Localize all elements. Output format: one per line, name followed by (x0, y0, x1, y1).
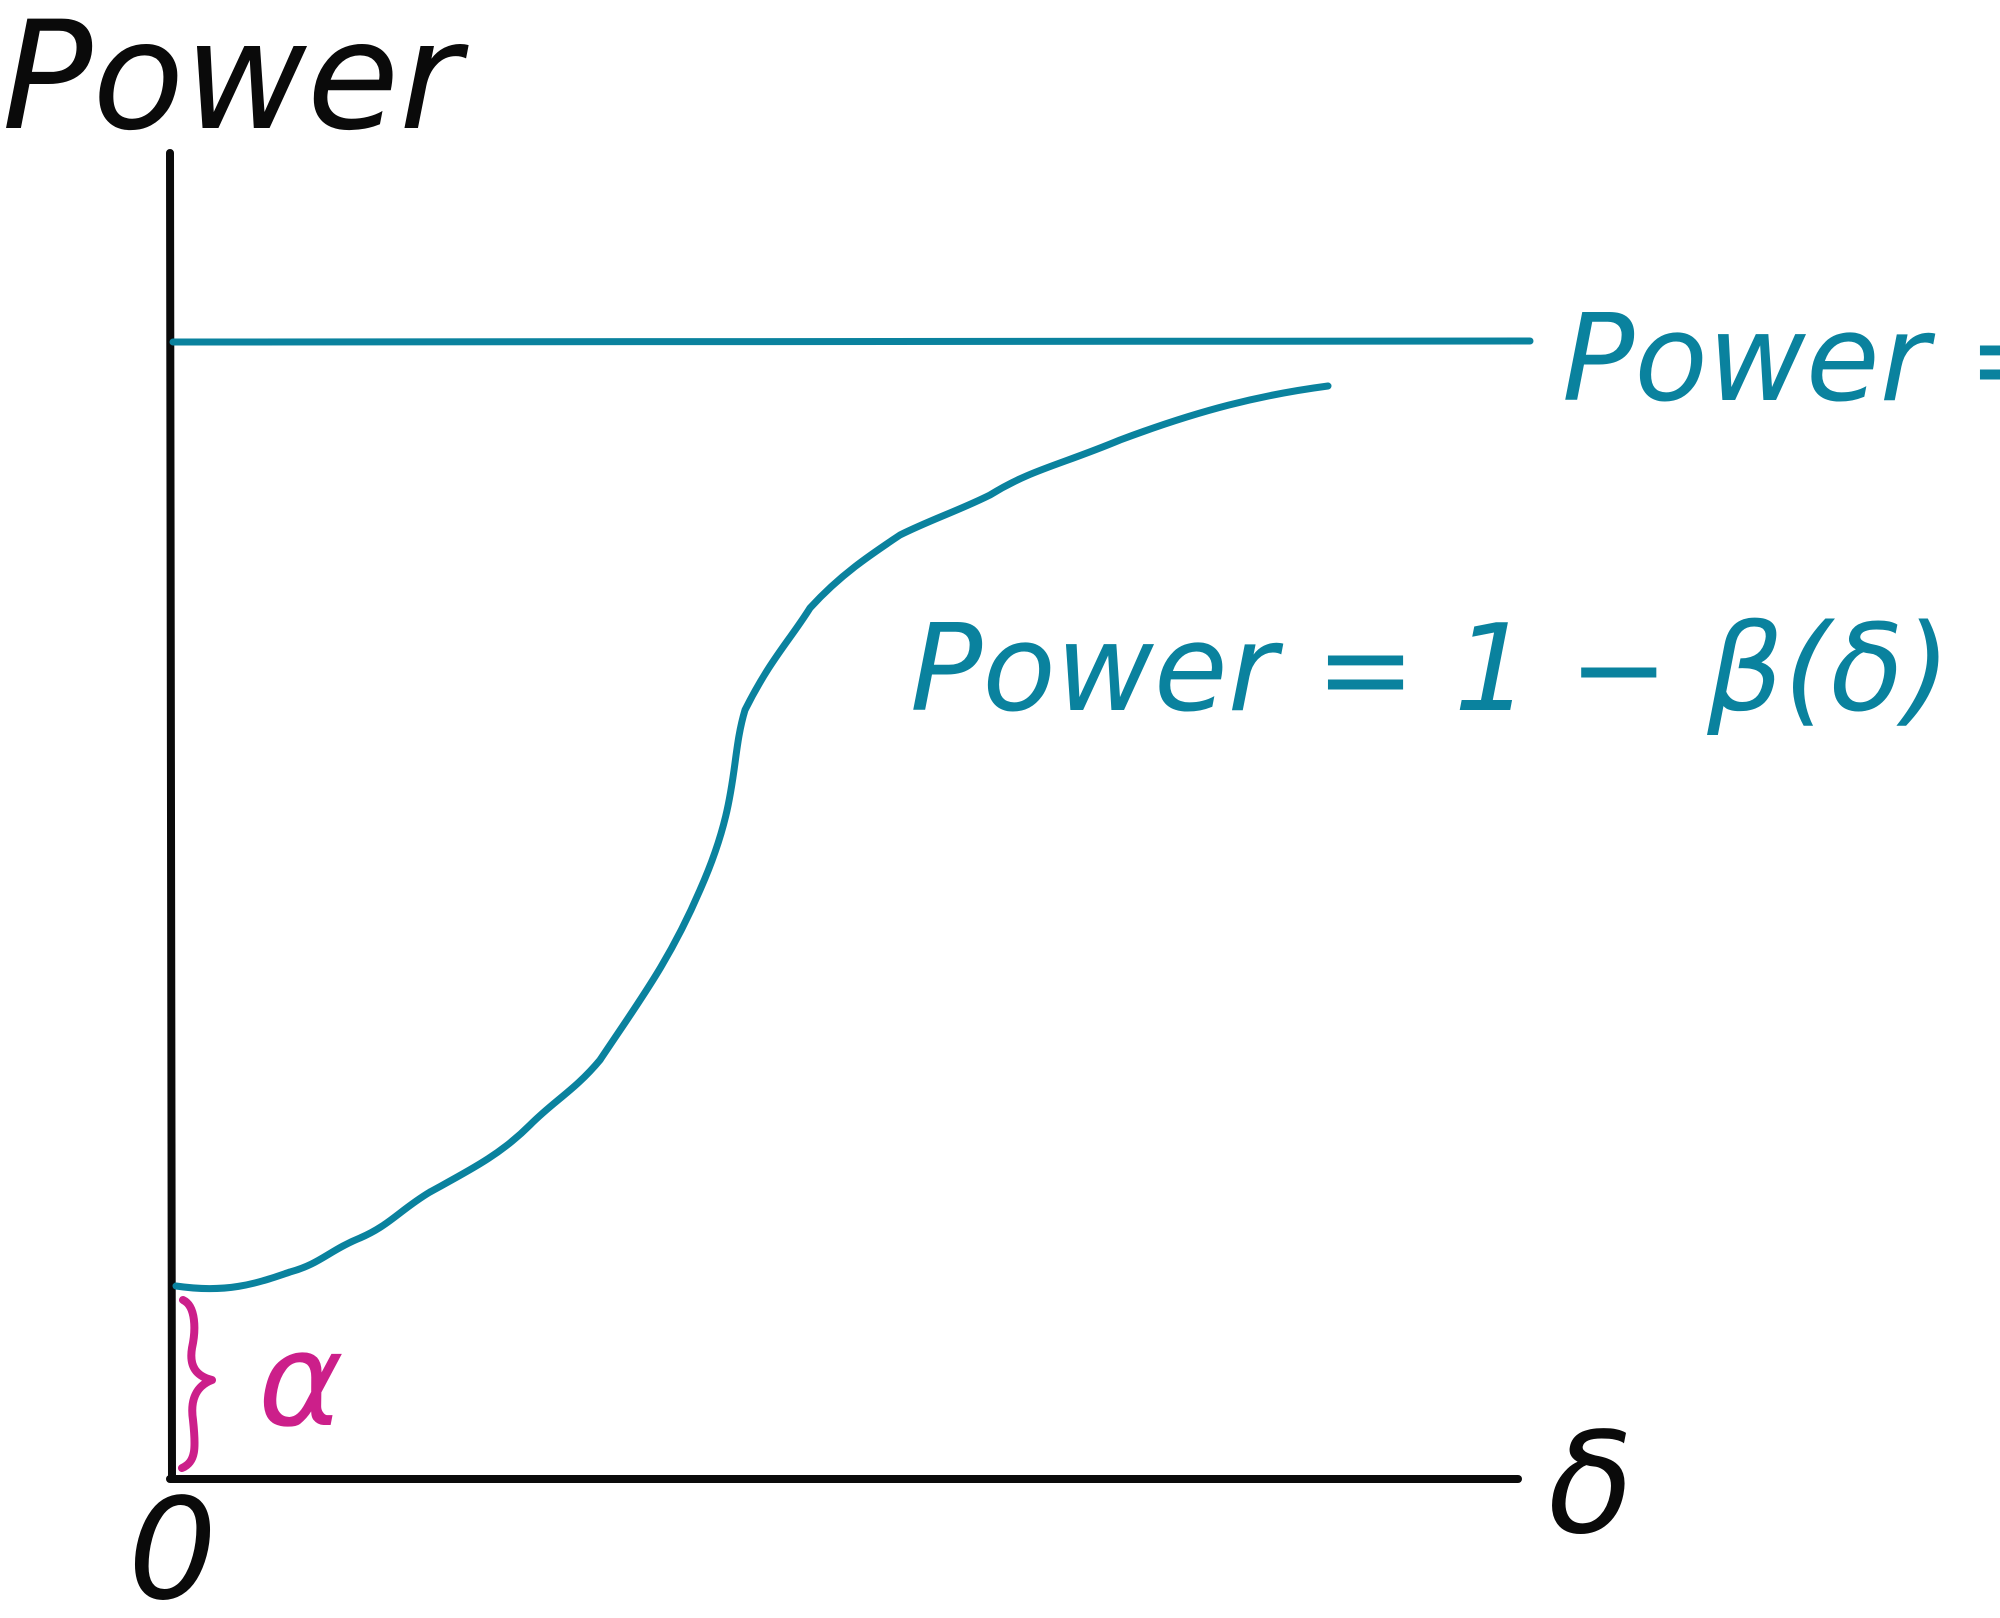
power-one-line (169, 337, 1534, 346)
x-axis-label: δ (1548, 1403, 1634, 1566)
alpha-brace (178, 1296, 216, 1472)
power-one-label: Power = 1 (1562, 290, 2000, 429)
y-axis-label: Power (2, 0, 469, 164)
y-axis (166, 149, 176, 1482)
curve-label: Power = 1 − β(δ) (910, 600, 1951, 739)
origin-label: 0 (128, 1469, 217, 1613)
axes (166, 149, 1522, 1483)
power-curve (172, 382, 1332, 1293)
alpha-label: α (258, 1304, 344, 1456)
